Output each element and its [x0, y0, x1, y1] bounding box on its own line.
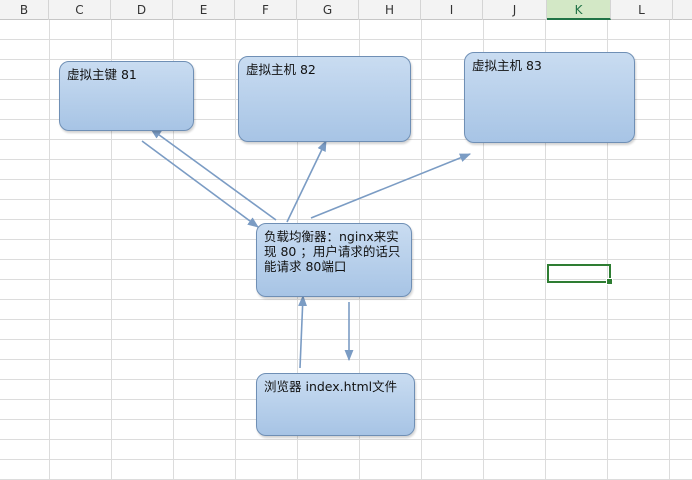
browser-box[interactable]: 浏览器 index.html文件: [256, 373, 415, 436]
virtual-host-82-box[interactable]: 虚拟主机 82: [238, 56, 411, 142]
column-header-e[interactable]: E: [173, 0, 235, 20]
column-header-f[interactable]: F: [235, 0, 297, 20]
virtual-host-81-box[interactable]: 虚拟主键 81: [59, 61, 194, 131]
column-header-b[interactable]: B: [0, 0, 49, 20]
column-header-j[interactable]: J: [483, 0, 547, 20]
column-header-c[interactable]: C: [49, 0, 111, 20]
column-header-i[interactable]: I: [421, 0, 483, 20]
column-header-g[interactable]: G: [297, 0, 359, 20]
column-header-h[interactable]: H: [359, 0, 421, 20]
column-header-k[interactable]: K: [547, 0, 611, 20]
column-header-d[interactable]: D: [111, 0, 173, 20]
column-header-bar: B C D E F G H I J K L: [0, 0, 692, 20]
active-cell-k[interactable]: [547, 264, 613, 285]
load-balancer-box[interactable]: 负载均衡器：nginx来实现 80 ；用户请求的话只能请求 80端口: [256, 223, 412, 297]
virtual-host-83-box[interactable]: 虚拟主机 83: [464, 52, 635, 143]
column-header-l[interactable]: L: [611, 0, 673, 20]
